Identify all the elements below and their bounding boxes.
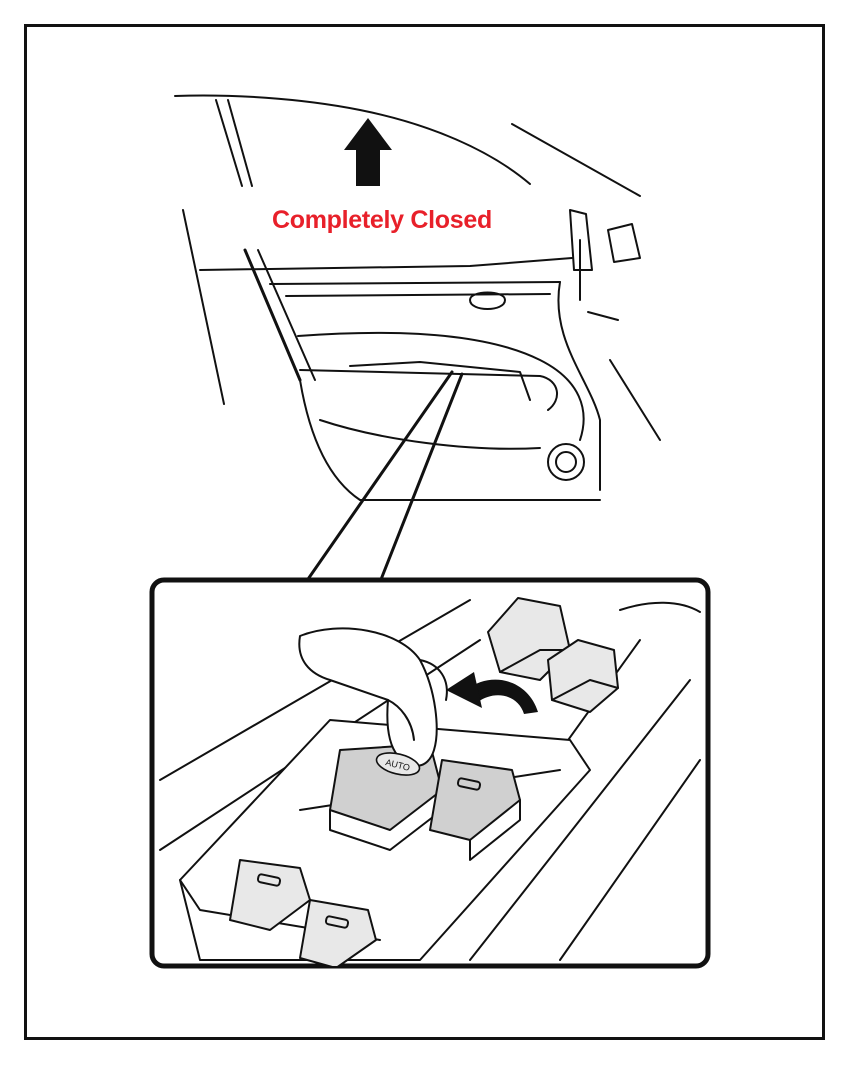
armrest-top xyxy=(299,369,558,411)
door-trim-upper-2 xyxy=(285,293,551,297)
armrest-bottom xyxy=(319,419,541,450)
door-frame-pillar-inner xyxy=(227,99,253,187)
body-line-left xyxy=(182,209,225,405)
door-edge-right xyxy=(557,281,601,491)
body-side-line xyxy=(587,311,619,321)
door-belt-line xyxy=(199,257,573,271)
callout-pointer-left xyxy=(304,370,454,584)
door-trim-upper xyxy=(269,281,561,285)
door-frame-pillar xyxy=(215,99,243,187)
body-line-right xyxy=(511,123,641,197)
up-arrow-icon xyxy=(344,118,392,186)
curved-arrow-icon xyxy=(446,672,538,714)
speaker-grille xyxy=(547,443,585,481)
rear-left-window-switch xyxy=(229,859,311,931)
door-pillar-left xyxy=(243,248,302,382)
window-glass-edge xyxy=(174,94,531,185)
door-pillar-left-2 xyxy=(257,249,316,381)
speaker-grille-inner xyxy=(555,451,577,473)
switch-detail-inset: AUTO xyxy=(149,577,711,969)
passenger-window-switch xyxy=(429,759,521,841)
callout-pointer-right xyxy=(378,372,464,584)
finger xyxy=(298,627,438,767)
auto-label-badge xyxy=(375,752,421,776)
body-side-line-2 xyxy=(609,359,661,441)
mirror-inner xyxy=(569,209,593,271)
door-handle-recess xyxy=(469,291,506,310)
door-trim-lower xyxy=(297,331,585,441)
armrest-switch-panel xyxy=(349,361,531,401)
completely-closed-label: Completely Closed xyxy=(272,206,492,234)
door-lower-curve xyxy=(299,379,601,501)
mirror-outline xyxy=(607,223,641,263)
rear-right-window-switch xyxy=(299,899,377,966)
